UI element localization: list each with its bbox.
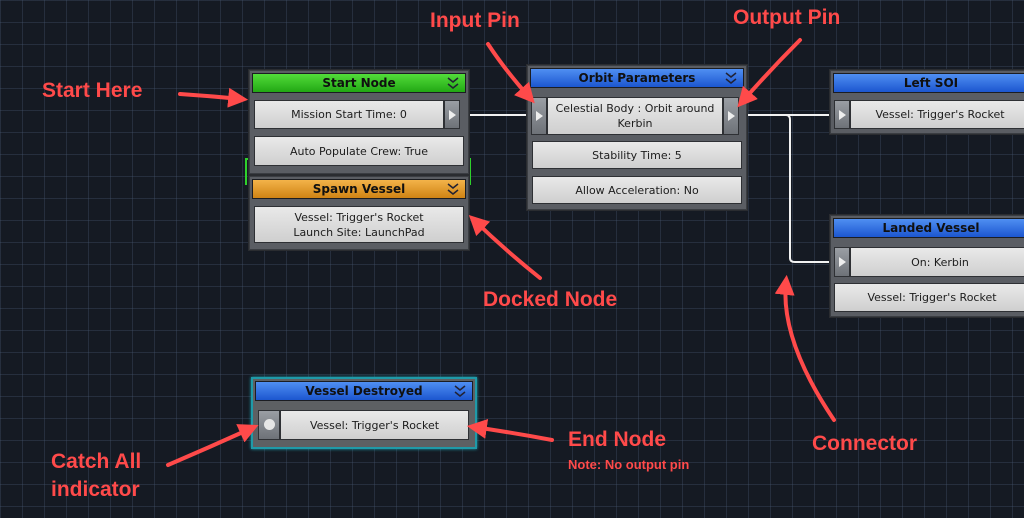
spawn-vessel-title: Spawn Vessel: [312, 182, 406, 196]
vessel-destroyed-title: Vessel Destroyed: [305, 384, 423, 398]
arrow-start-here: [178, 87, 249, 108]
annotation-end-node: End Node: [568, 428, 666, 451]
landed-vessel-input-pin[interactable]: [834, 247, 850, 277]
annotation-connector: Connector: [812, 432, 917, 455]
orbit-parameters-title: Orbit Parameters: [578, 71, 696, 85]
left-soi-title: Left SOI: [903, 76, 959, 90]
allow-acceleration-field[interactable]: Allow Acceleration: No: [532, 176, 742, 204]
spawn-launch-site: Launch Site: LaunchPad: [293, 225, 425, 239]
annotation-end-note: Note: No output pin: [568, 457, 690, 472]
vessel-destroyed-vessel-field[interactable]: Vessel: Trigger's Rocket: [280, 410, 469, 440]
connector-orbit-to-landed: [785, 114, 836, 263]
arrow-docked-node: [468, 214, 542, 280]
left-soi-input-pin[interactable]: [834, 100, 850, 129]
annotation-output-pin: Output Pin: [733, 6, 841, 29]
arrow-catch-all: [166, 424, 259, 467]
landed-vessel-node[interactable]: Landed Vessel On: Kerbin Vessel: Trigger…: [830, 215, 1024, 317]
mission-start-time-field[interactable]: Mission Start Time: 0: [254, 100, 444, 129]
annotation-catch-all-line2: indicator: [51, 478, 140, 501]
stability-time-field[interactable]: Stability Time: 5: [532, 141, 742, 169]
circle-icon: [264, 419, 275, 430]
orbit-input-pin[interactable]: [531, 97, 547, 135]
annotation-catch-all-line1: Catch All: [51, 450, 142, 473]
start-node-output-pin[interactable]: [444, 100, 460, 129]
auto-populate-crew-field[interactable]: Auto Populate Crew: True: [254, 136, 464, 166]
double-chevron-down-icon[interactable]: [723, 70, 739, 86]
landed-vessel-field[interactable]: Vessel: Trigger's Rocket: [834, 283, 1024, 312]
annotation-input-pin: Input Pin: [430, 9, 520, 32]
double-chevron-down-icon[interactable]: [452, 383, 468, 399]
vessel-destroyed-node[interactable]: Vessel Destroyed Vessel: Trigger's Rocke…: [251, 377, 477, 449]
landed-vessel-header[interactable]: Landed Vessel: [833, 218, 1024, 238]
left-soi-vessel-field[interactable]: Vessel: Trigger's Rocket: [850, 100, 1024, 129]
start-node[interactable]: Start Node Mission Start Time: 0 Auto Po…: [249, 70, 469, 174]
landed-vessel-title: Landed Vessel: [882, 221, 980, 235]
annotation-start-here: Start Here: [42, 79, 143, 102]
orbit-parameters-node[interactable]: Orbit Parameters Celestial Body : Orbit …: [527, 65, 747, 210]
start-node-header[interactable]: Start Node: [252, 73, 466, 93]
orbit-parameters-header[interactable]: Orbit Parameters: [530, 68, 744, 88]
left-soi-header[interactable]: Left SOI: [833, 73, 1024, 93]
spawn-vessel-header[interactable]: Spawn Vessel: [252, 179, 466, 199]
annotation-docked-node: Docked Node: [483, 288, 618, 311]
orbit-output-pin[interactable]: [723, 97, 739, 135]
arrow-output-pin: [737, 38, 802, 108]
arrow-end-node: [466, 418, 554, 442]
vessel-destroyed-header[interactable]: Vessel Destroyed: [255, 381, 473, 401]
arrow-input-pin: [486, 42, 535, 104]
left-soi-node[interactable]: Left SOI Vessel: Trigger's Rocket: [830, 70, 1024, 134]
annotation-catch-all: Catch All indicator: [51, 448, 141, 504]
arrow-connector: [774, 274, 836, 422]
double-chevron-down-icon[interactable]: [445, 75, 461, 91]
landed-on-field[interactable]: On: Kerbin: [850, 247, 1024, 277]
start-node-title: Start Node: [322, 76, 396, 90]
double-chevron-down-icon[interactable]: [445, 181, 461, 197]
spawn-vessel-name: Vessel: Trigger's Rocket: [294, 210, 424, 224]
